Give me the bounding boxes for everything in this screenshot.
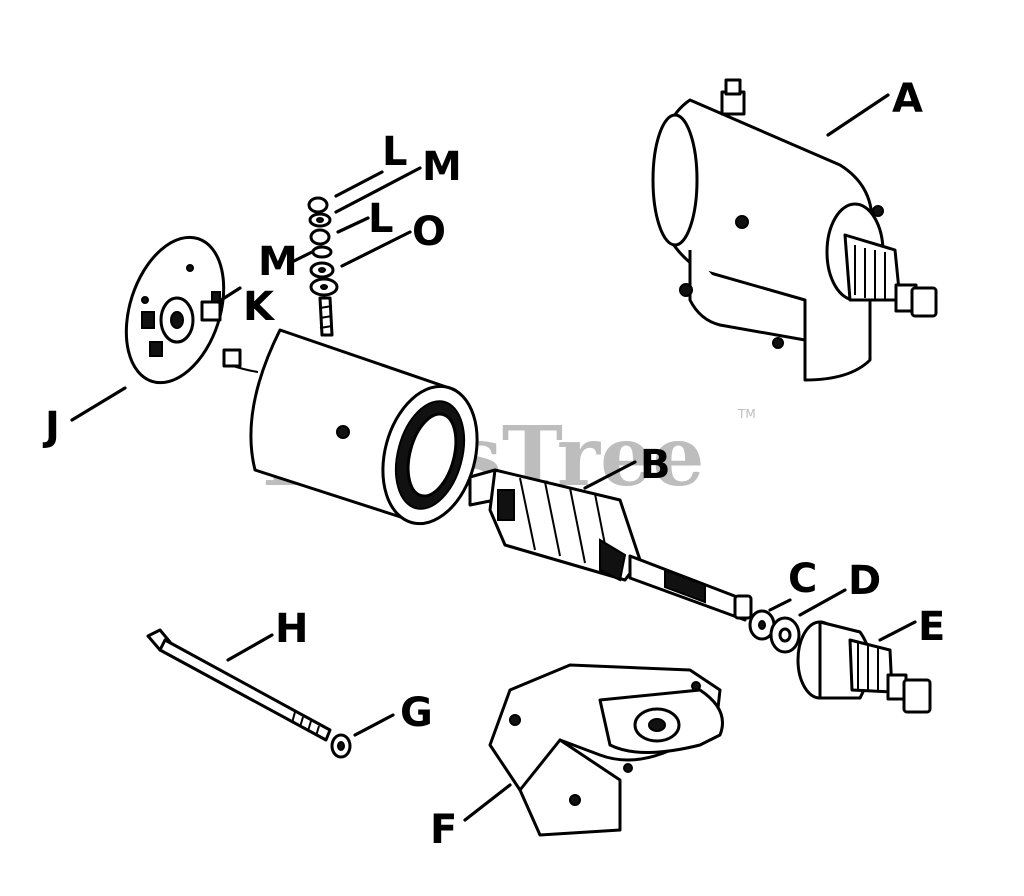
part-b-armature[interactable] bbox=[468, 468, 753, 622]
part-f-drive-end-bracket[interactable] bbox=[488, 663, 724, 837]
callout-e: E bbox=[918, 604, 945, 650]
leader-b bbox=[583, 460, 637, 490]
leader-l1 bbox=[334, 170, 384, 198]
part-a-starter-assembly[interactable] bbox=[651, 78, 938, 382]
callout-a: A bbox=[892, 76, 923, 122]
leader-k bbox=[216, 286, 242, 304]
leader-l2 bbox=[336, 216, 370, 234]
leader-j bbox=[70, 386, 127, 422]
callout-d: D bbox=[848, 558, 881, 604]
leader-g bbox=[353, 713, 395, 737]
leader-h bbox=[226, 633, 274, 662]
callout-k: K bbox=[243, 284, 276, 330]
part-k-brush[interactable] bbox=[200, 291, 222, 322]
part-d-washer[interactable] bbox=[769, 616, 801, 654]
part-e-drive-pinion[interactable] bbox=[796, 620, 932, 714]
leader-c bbox=[768, 598, 792, 612]
field-housing bbox=[222, 296, 479, 526]
callout-m-lower: M bbox=[258, 239, 298, 285]
leader-m1 bbox=[334, 166, 422, 214]
watermark-trademark: TM bbox=[737, 407, 756, 421]
callout-m-upper: M bbox=[422, 144, 462, 190]
part-h-through-bolt[interactable] bbox=[146, 628, 332, 742]
callout-j: J bbox=[42, 404, 60, 450]
callout-l-lower: L bbox=[368, 196, 394, 242]
leader-a bbox=[826, 93, 890, 137]
terminal-hardware-stack bbox=[307, 196, 339, 297]
part-j-end-cap[interactable] bbox=[109, 225, 241, 395]
leader-d bbox=[798, 588, 847, 617]
callout-h: H bbox=[275, 606, 308, 652]
callout-c: C bbox=[788, 556, 817, 602]
leader-e bbox=[878, 620, 917, 642]
callout-b: B bbox=[640, 442, 671, 488]
leader-m2 bbox=[290, 250, 314, 264]
part-g-nut[interactable] bbox=[330, 733, 352, 759]
callout-l-upper: L bbox=[382, 129, 408, 175]
callout-o: O bbox=[412, 209, 446, 255]
leader-o bbox=[340, 230, 412, 268]
callout-g: G bbox=[400, 690, 433, 736]
leader-f bbox=[463, 783, 512, 822]
callout-f: F bbox=[430, 807, 457, 853]
